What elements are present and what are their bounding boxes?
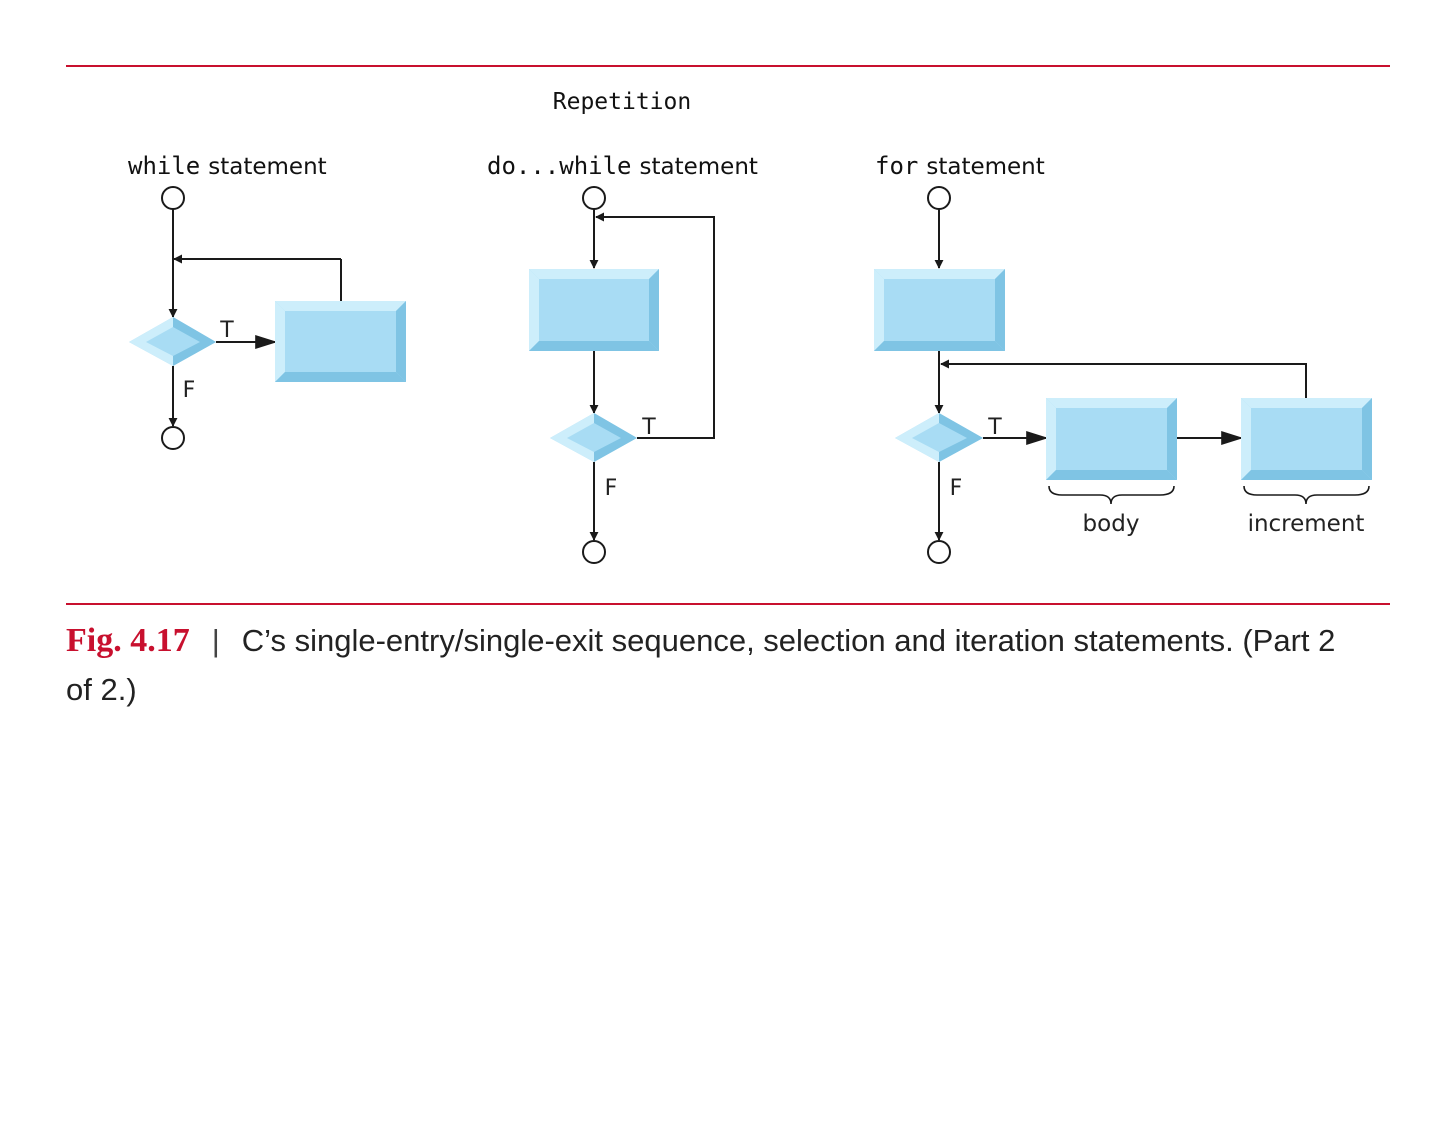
for-title: for statement <box>875 152 1045 180</box>
dowhile-start-node <box>582 186 606 210</box>
dowhile-true-label: T <box>641 415 656 440</box>
heading: Repetition <box>553 89 691 115</box>
caption-text: C’s single-entry/single-exit sequence, s… <box>66 623 1336 707</box>
figure-caption: Fig. 4.17 |C’s single-entry/single-exit s… <box>66 616 1366 714</box>
while-word: statement <box>208 154 326 180</box>
while-keyword: while <box>128 152 200 180</box>
for-increment-box <box>1241 398 1372 480</box>
for-true-label: T <box>987 415 1002 440</box>
while-true-label: T <box>219 318 234 343</box>
body-brace <box>1048 485 1175 505</box>
while-false-label: F <box>183 378 196 403</box>
for-flowchart <box>927 186 1370 564</box>
dowhile-keyword: do...while <box>487 152 632 180</box>
for-keyword: for <box>875 152 918 180</box>
dowhile-end-node <box>582 540 606 564</box>
dowhile-decision-diamond <box>550 413 637 462</box>
for-end-node <box>927 540 951 564</box>
increment-brace <box>1243 485 1370 505</box>
for-increment-loopback <box>940 359 1307 398</box>
dowhile-flowchart <box>582 186 715 564</box>
dowhile-true-loopback <box>595 212 715 439</box>
while-start-node <box>161 186 185 210</box>
for-start-node <box>927 186 951 210</box>
increment-label: increment <box>1248 511 1365 537</box>
dowhile-title: do...while statement <box>487 152 758 180</box>
body-label: body <box>1083 511 1140 537</box>
for-init-box <box>874 269 1005 351</box>
while-end-node <box>161 426 185 450</box>
for-body-box <box>1046 398 1177 480</box>
repetition-diagram: Repetition while statement do...while stat… <box>128 89 1372 564</box>
while-body-box <box>275 301 406 382</box>
dowhile-body-box <box>529 269 659 351</box>
while-title: while statement <box>128 152 327 180</box>
bottom-rule <box>66 603 1390 605</box>
top-rule <box>66 65 1390 67</box>
for-decision-diamond <box>895 413 983 462</box>
for-word: statement <box>926 154 1044 180</box>
dowhile-word: statement <box>640 154 758 180</box>
for-false-label: F <box>950 476 963 501</box>
dowhile-false-label: F <box>605 476 618 501</box>
while-flowchart <box>161 186 342 450</box>
while-decision-diamond <box>129 317 216 366</box>
caption-separator: | <box>211 623 220 658</box>
figure-number: Fig. 4.17 <box>66 622 190 659</box>
